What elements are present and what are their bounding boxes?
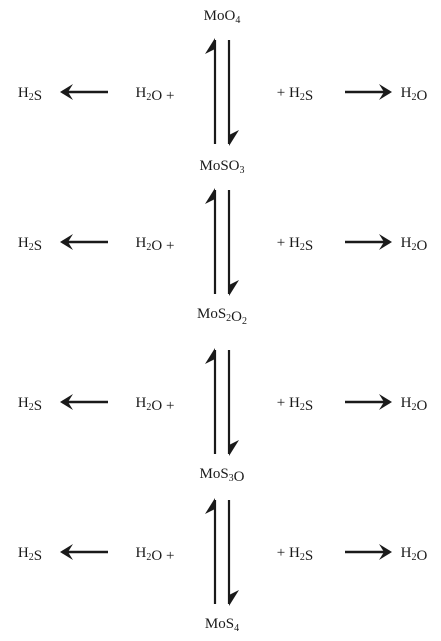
left-arrow bbox=[60, 84, 108, 100]
right-product-label: H2O bbox=[401, 235, 428, 254]
right-arrow bbox=[345, 234, 392, 250]
left-arrow bbox=[60, 234, 108, 250]
left-product-label: H2S bbox=[18, 545, 42, 564]
equilibrium-arrows bbox=[205, 348, 239, 456]
species-label: MoO4 bbox=[204, 8, 241, 26]
equilibrium-arrows bbox=[205, 38, 239, 146]
right-arrow bbox=[345, 544, 392, 560]
left-product-label: H2S bbox=[18, 235, 42, 254]
left-product-label: H2S bbox=[18, 85, 42, 104]
right-reagent-label: + H2S bbox=[277, 545, 313, 564]
right-arrow bbox=[345, 84, 392, 100]
left-arrow bbox=[60, 394, 108, 410]
left-product-label: H2S bbox=[18, 395, 42, 414]
species-label: MoS4 bbox=[205, 616, 239, 634]
species-label: MoS3O bbox=[199, 466, 244, 485]
left-arrow bbox=[60, 544, 108, 560]
equilibrium-arrows bbox=[205, 498, 239, 606]
equilibrium-arrows bbox=[205, 188, 239, 296]
left-reagent-label: H2O + bbox=[136, 395, 175, 414]
left-reagent-label: H2O + bbox=[136, 85, 175, 104]
right-reagent-label: + H2S bbox=[277, 235, 313, 254]
right-product-label: H2O bbox=[401, 85, 428, 104]
right-product-label: H2O bbox=[401, 545, 428, 564]
right-arrow bbox=[345, 394, 392, 410]
left-reagent-label: H2O + bbox=[136, 545, 175, 564]
right-reagent-label: + H2S bbox=[277, 395, 313, 414]
right-reagent-label: + H2S bbox=[277, 85, 313, 104]
left-reagent-label: H2O + bbox=[136, 235, 175, 254]
species-label: MoSO3 bbox=[199, 158, 244, 176]
species-label: MoS2O2 bbox=[197, 306, 247, 327]
right-product-label: H2O bbox=[401, 395, 428, 414]
